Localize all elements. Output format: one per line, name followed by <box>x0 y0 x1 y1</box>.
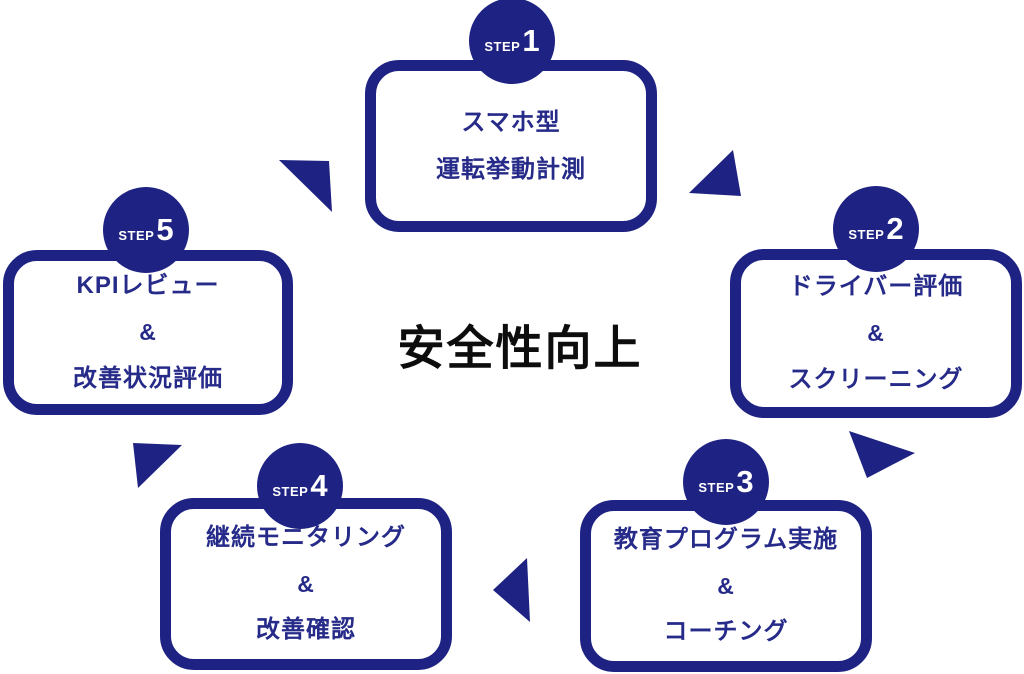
step-box-4: 継続モニタリング & 改善確認 <box>160 498 452 670</box>
step-3-ampersand: & <box>717 572 735 599</box>
step-1-line-1: スマホ型 <box>461 108 561 136</box>
step-number-4: 4 <box>310 468 328 503</box>
step-4-line-2: 改善確認 <box>256 616 356 644</box>
step-3-line-2: コーチング <box>663 618 789 646</box>
step-box-3: 教育プログラム実施 & コーチング <box>580 500 872 672</box>
step-badge-5-text: STEP5 <box>118 212 173 248</box>
step-box-1: スマホ型 運転挙動計測 <box>365 60 657 232</box>
arrow-step3-to-step4-icon <box>493 558 530 622</box>
step-5-line-1: KPIレビュー <box>76 272 220 300</box>
step-badge-4: STEP4 <box>257 443 343 529</box>
arrow-step5-to-step1-icon <box>279 160 332 212</box>
step-2-line-1: ドライバー評価 <box>788 273 964 301</box>
step-badge-1-text: STEP1 <box>484 23 539 59</box>
step-3-line-1: 教育プログラム実施 <box>613 525 839 553</box>
step-2-line-2: スクリーニング <box>788 365 964 393</box>
step-badge-5: STEP5 <box>103 187 189 273</box>
step-5-ampersand: & <box>139 319 157 346</box>
step-number-1: 1 <box>522 23 540 58</box>
step-word: STEP <box>272 484 309 499</box>
step-box-2: ドライバー評価 & スクリーニング <box>730 249 1022 418</box>
step-word: STEP <box>484 39 521 54</box>
step-badge-4-text: STEP4 <box>272 468 327 504</box>
step-number-2: 2 <box>886 211 904 246</box>
step-5-line-2: 改善状況評価 <box>73 364 223 392</box>
step-4-ampersand: & <box>297 570 315 597</box>
step-word: STEP <box>848 227 885 242</box>
step-badge-1: STEP1 <box>469 0 555 84</box>
step-badge-2: STEP2 <box>833 186 919 272</box>
step-badge-3: STEP3 <box>683 439 769 525</box>
step-badge-3-text: STEP3 <box>698 464 753 500</box>
step-1-line-2: 運転挙動計測 <box>436 155 586 183</box>
arrow-step2-to-step3-icon <box>849 431 915 478</box>
step-number-5: 5 <box>156 212 174 247</box>
diagram-title: 安全性向上 <box>397 321 643 375</box>
step-badge-2-text: STEP2 <box>848 211 903 247</box>
step-2-ampersand: & <box>867 320 885 347</box>
step-number-3: 3 <box>736 464 754 499</box>
arrow-step4-to-step5-icon <box>133 443 182 488</box>
step-word: STEP <box>118 228 155 243</box>
step-word: STEP <box>698 480 735 495</box>
step-box-5: KPIレビュー & 改善状況評価 <box>3 250 293 415</box>
arrow-step1-to-step2-icon <box>689 150 741 196</box>
